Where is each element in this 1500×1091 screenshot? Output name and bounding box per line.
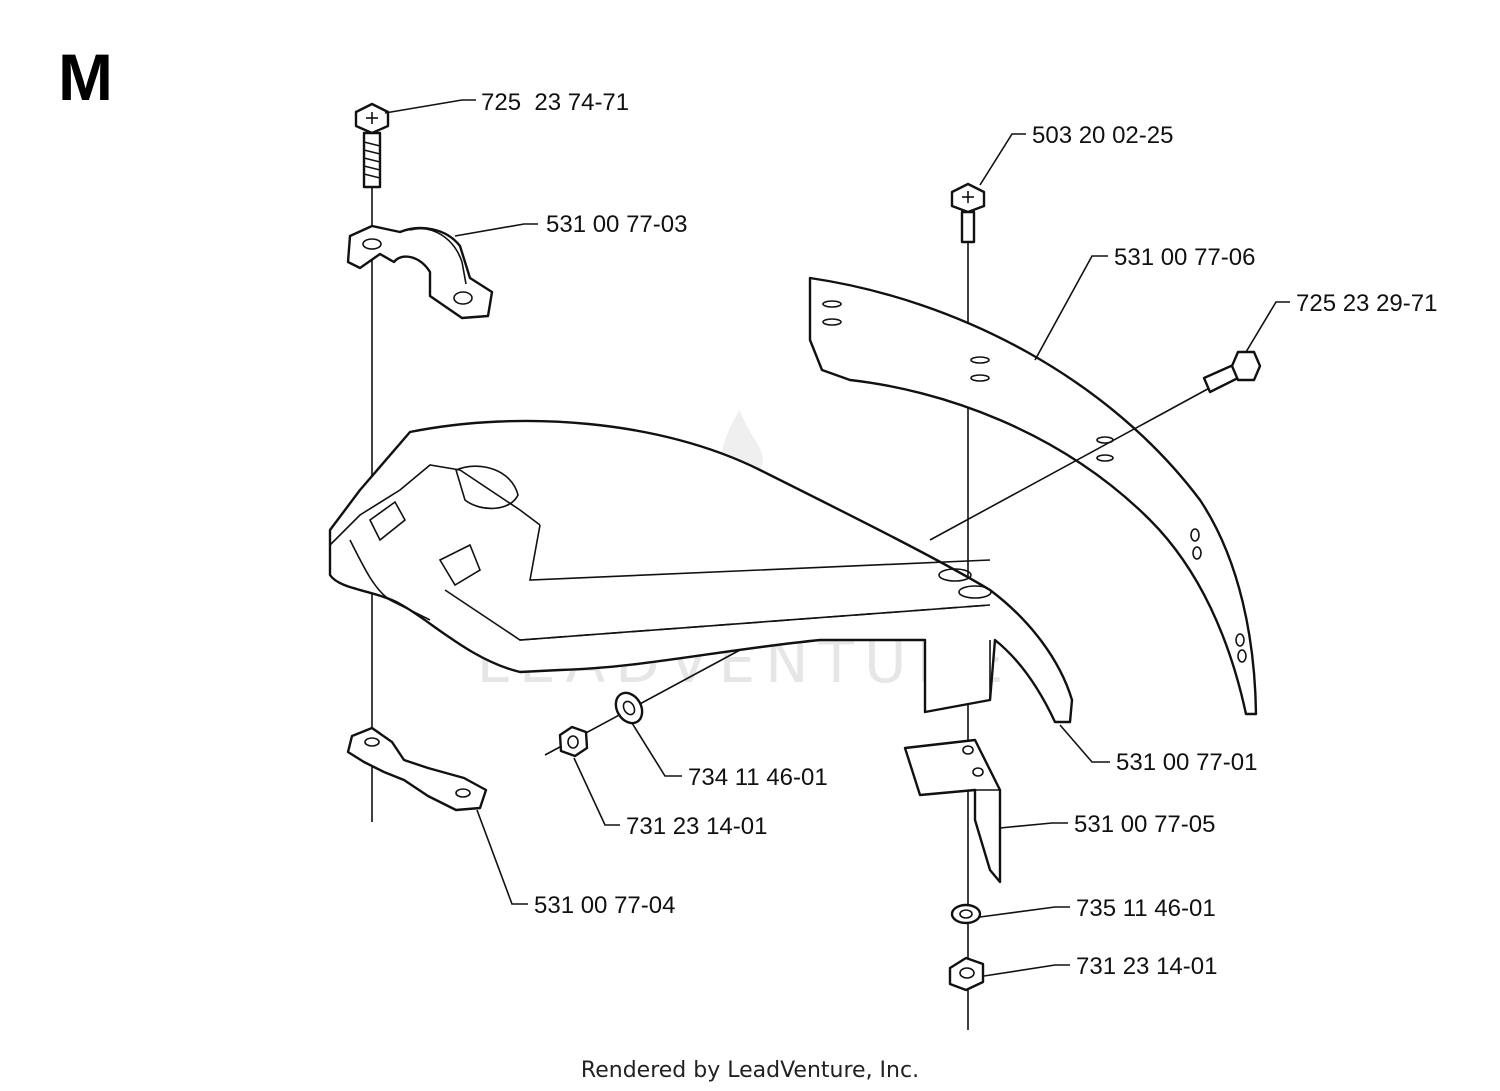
nut-731-23-14-01 <box>558 725 589 758</box>
leader-lines <box>384 99 1290 977</box>
nut-731-23-14-01-right <box>948 956 985 992</box>
label-c8: 731 23 14-01 <box>626 813 767 840</box>
spring-washer-735-11-46-01 <box>950 903 982 925</box>
strap-531-00-77-04 <box>346 726 488 812</box>
guard-531-00-77-01 <box>328 419 1074 724</box>
label-c10: 531 00 77-04 <box>534 892 675 919</box>
label-c11: 735 11 46-01 <box>1076 895 1216 922</box>
label-c5: 725 23 29-71 <box>1296 290 1437 317</box>
label-c2: 531 00 77-03 <box>546 211 687 238</box>
label-c3: 503 20 02-25 <box>1032 122 1173 149</box>
label-c12: 731 23 14-01 <box>1076 953 1217 980</box>
label-c1: 725 23 74-71 <box>481 89 629 116</box>
footer-credit: Rendered by LeadVenture, Inc. <box>580 1058 920 1083</box>
label-c6: 531 00 77-01 <box>1116 749 1257 776</box>
blade-531-00-77-06 <box>808 276 1258 716</box>
section-letter: M <box>58 40 113 114</box>
label-c7: 734 11 46-01 <box>688 764 828 791</box>
bolt-725-23-74-71 <box>354 102 390 189</box>
label-c4: 531 00 77-06 <box>1114 244 1255 271</box>
label-c9: 531 00 77-05 <box>1074 811 1215 838</box>
bolt-725-23-29-71 <box>929 350 1262 541</box>
bolt-503-20-02-25 <box>950 182 986 244</box>
bracket-531-00-77-05 <box>903 738 1002 884</box>
clamp-531-00-77-03 <box>346 224 494 320</box>
